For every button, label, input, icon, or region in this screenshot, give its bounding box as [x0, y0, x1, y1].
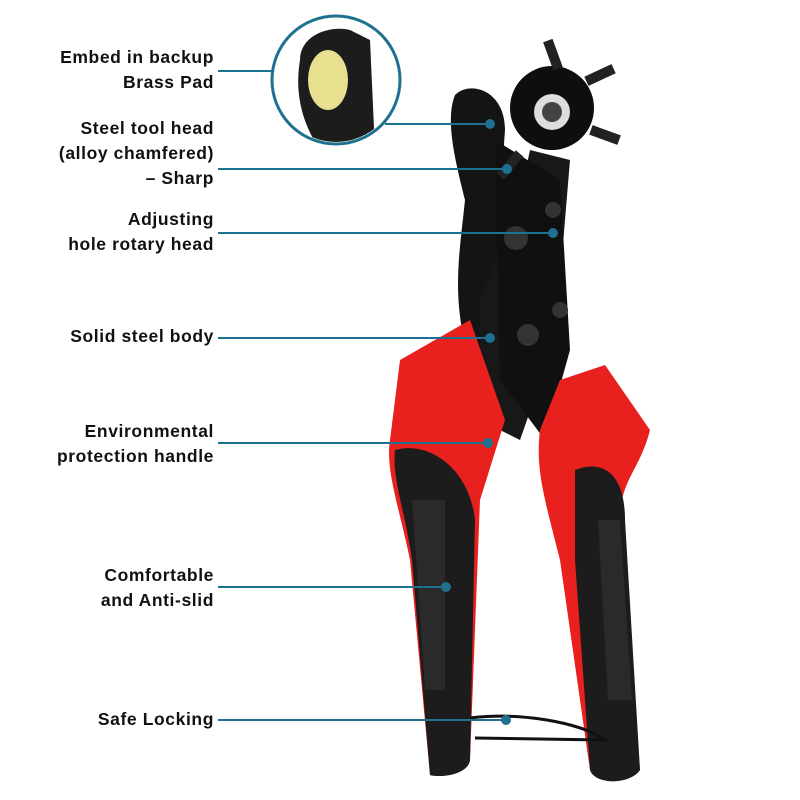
label-line: Adjusting: [127, 209, 214, 229]
brass-pad-callout: [270, 14, 402, 146]
label-brass-pad: Embed in backup Brass Pad: [60, 45, 214, 95]
label-line: Steel tool head: [80, 118, 214, 138]
label-steel-body: Solid steel body: [70, 324, 214, 349]
label-line: and Anti-slid: [100, 590, 214, 610]
brass-pad: [308, 50, 348, 110]
label-line: Safe Locking: [97, 709, 214, 729]
label-rotary-head: Adjusting hole rotary head: [68, 207, 214, 257]
label-steel-tool-head: Steel tool head (alloy chamfered) – Shar…: [59, 116, 214, 191]
label-handle: Environmental protection handle: [57, 419, 214, 469]
left-handle: [389, 320, 505, 777]
label-line: Embed in backup: [60, 47, 214, 67]
label-line: (alloy chamfered): [58, 143, 214, 163]
label-line: Environmental: [84, 421, 214, 441]
label-line: hole rotary head: [68, 234, 214, 254]
safe-lock-wire: [469, 714, 610, 742]
label-line: protection handle: [56, 446, 214, 466]
label-safe-locking: Safe Locking: [98, 707, 214, 732]
leader-lines: [218, 70, 558, 725]
label-line: – Sharp: [145, 168, 214, 188]
right-handle: [538, 365, 650, 782]
label-line: Brass Pad: [122, 72, 214, 92]
label-line: Solid steel body: [70, 326, 214, 346]
label-line: Comfortable: [104, 565, 214, 585]
label-anti-slid: Comfortable and Anti-slid: [101, 563, 214, 613]
